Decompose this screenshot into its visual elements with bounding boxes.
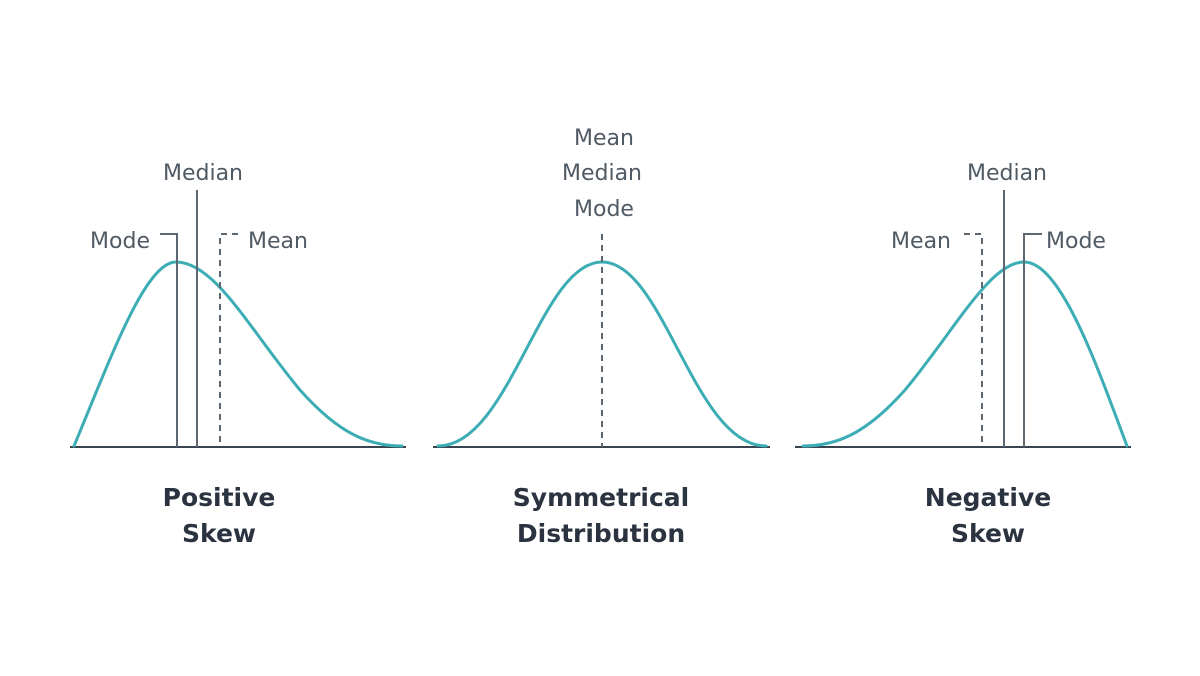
symmetrical-mode-label: Mode: [574, 197, 634, 222]
symmetrical-mean-label: Mean: [574, 126, 634, 151]
negative-caption-line2: Skew: [951, 519, 1025, 548]
positive-mode-line: [160, 233, 178, 447]
negative-median-label: Median: [967, 161, 1047, 186]
negative-mean-label: Mean: [891, 229, 951, 254]
negative-mode-line: [1023, 233, 1042, 447]
negative-mean-line: [964, 233, 983, 447]
positive-skew-curve: [72, 260, 404, 448]
positive-mean-label: Mean: [248, 229, 308, 254]
symmetrical-caption-line1: Symmetrical: [513, 483, 689, 512]
positive-skew-panel: Median Mode Mean Positive Skew: [70, 161, 406, 548]
negative-skew-panel: Median Mean Mode Negative Skew: [795, 161, 1131, 548]
positive-mode-label: Mode: [90, 229, 150, 254]
positive-caption-line2: Skew: [182, 519, 256, 548]
symmetrical-median-label: Median: [562, 161, 642, 186]
symmetrical-panel: Mean Median Mode Symmetrical Distributio…: [433, 126, 770, 548]
positive-median-label: Median: [163, 161, 243, 186]
negative-skew-curve: [801, 260, 1129, 448]
positive-caption-line1: Positive: [163, 483, 276, 512]
symmetrical-caption-line2: Distribution: [517, 519, 685, 548]
positive-mean-line: [219, 233, 238, 447]
negative-caption-line1: Negative: [925, 483, 1051, 512]
negative-mode-label: Mode: [1046, 229, 1106, 254]
